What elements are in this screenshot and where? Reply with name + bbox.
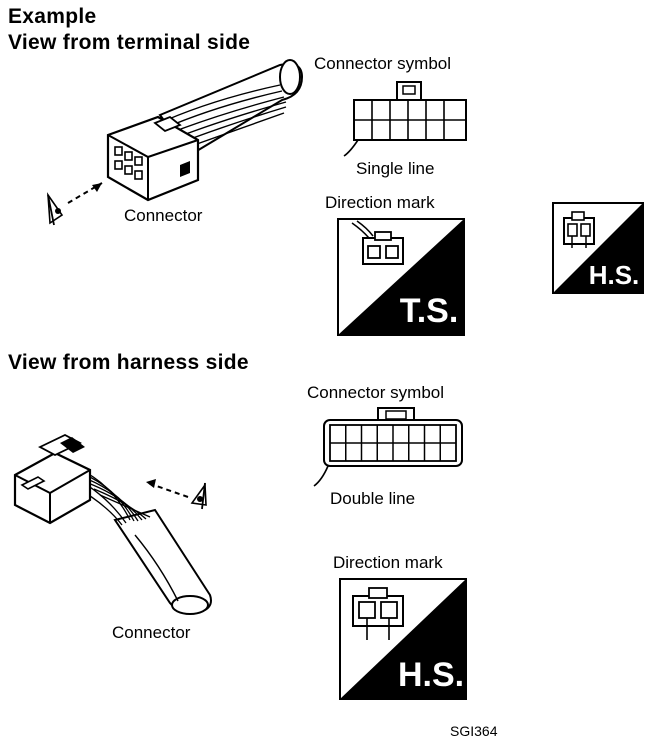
- harness-connector-illustration: [13, 433, 212, 615]
- harness-side-title: View from harness side: [8, 351, 249, 374]
- double-line-label: Double line: [330, 489, 416, 508]
- side-hs-mark-text: H.S.: [589, 260, 640, 290]
- harness-connector-symbol-label: Connector symbol: [307, 383, 445, 402]
- hs-direction-mark: H.S.: [339, 578, 467, 700]
- terminal-direction-mark-label: Direction mark: [325, 193, 435, 212]
- terminal-connector-symbol-label: Connector symbol: [314, 54, 452, 73]
- harness-connector-label: Connector: [112, 623, 191, 642]
- hs-connector-icon: [352, 587, 404, 640]
- single-line-label: Single line: [356, 159, 435, 178]
- ts-direction-mark: T.S.: [337, 218, 465, 336]
- single-line-connector-symbol: [343, 81, 467, 157]
- example-heading: Example: [8, 5, 97, 28]
- ts-mark-text: T.S.: [400, 292, 459, 330]
- terminal-connector-illustration: [46, 59, 304, 226]
- terminal-side-title: View from terminal side: [8, 31, 251, 54]
- terminal-connector-label: Connector: [124, 206, 203, 225]
- side-hs-connector-icon: [563, 211, 595, 248]
- double-line-connector-symbol: [313, 407, 463, 487]
- hs-mark-text: H.S.: [398, 656, 464, 694]
- ts-connector-icon: [351, 220, 404, 265]
- harness-direction-mark-label: Direction mark: [333, 553, 443, 572]
- figure-code: SGI364: [450, 723, 498, 739]
- side-hs-direction-mark: H.S.: [552, 202, 644, 294]
